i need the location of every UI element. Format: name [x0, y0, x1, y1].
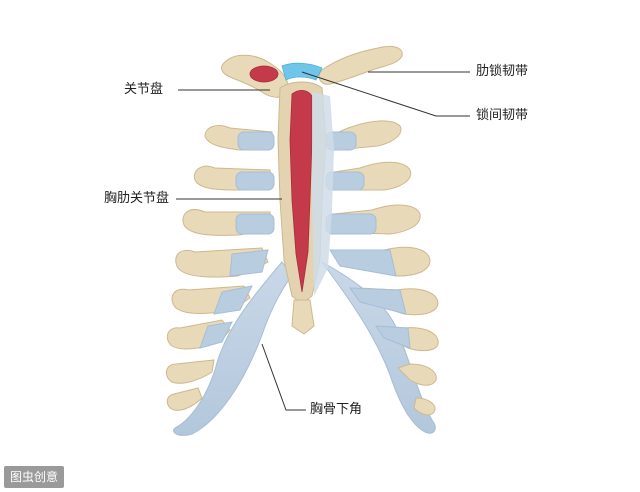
sternocostal-ligaments	[312, 92, 334, 296]
label-sternocostal-disc: 胸肋关节盘	[104, 191, 170, 206]
left-cartilages	[199, 131, 275, 349]
watermark: 图虫创意	[4, 466, 65, 488]
right-clavicle	[318, 45, 403, 85]
label-articular-disc: 关节盘	[124, 82, 164, 97]
sternum-marrow	[289, 90, 313, 293]
xiphoid-process	[291, 299, 315, 335]
label-interclavicular-ligament: 锁间韧带	[476, 108, 529, 123]
interclavicular-ligament	[281, 62, 323, 81]
articular-disc-marrow	[249, 65, 279, 83]
label-infrasternal-angle: 胸骨下角	[310, 402, 363, 417]
label-costoclavicular-ligament: 肋锁韧带	[476, 64, 529, 79]
right-costal-margin	[321, 261, 436, 434]
left-costal-margin	[173, 261, 293, 436]
leader-lines	[176, 71, 470, 411]
right-cartilages	[325, 131, 411, 349]
